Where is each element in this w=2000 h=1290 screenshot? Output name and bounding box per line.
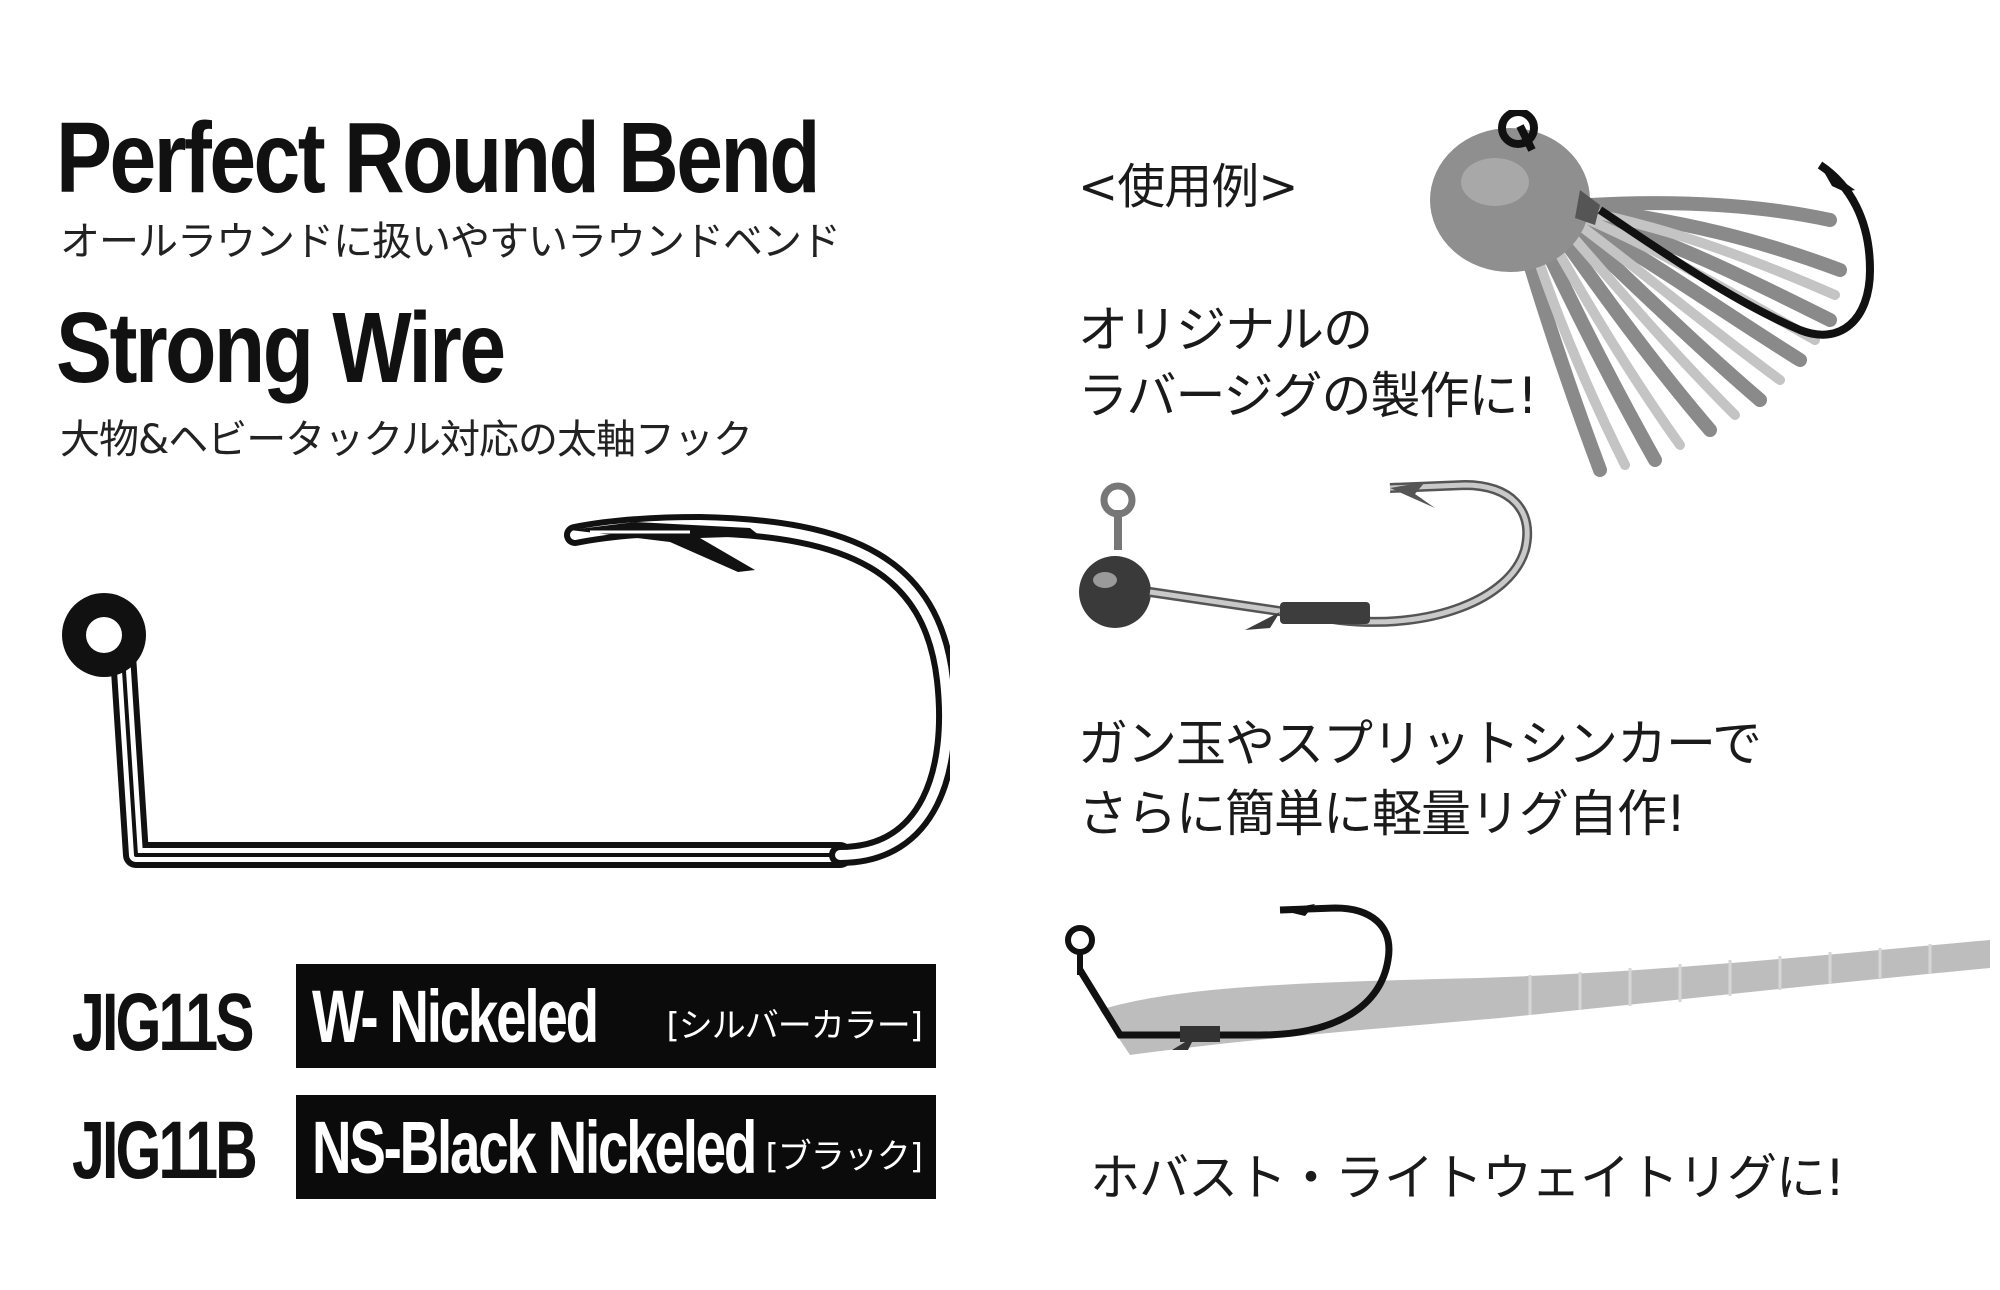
split-shot-jighead-illustration <box>1079 480 1533 630</box>
rubber-jig-illustration <box>1430 110 1875 477</box>
hover-strolling-worm-illustration <box>1065 904 1990 1055</box>
feature-title-strong-wire: Strong Wire <box>56 292 506 404</box>
usage-caption-1-line2: ラバージグの製作に! <box>1078 367 1538 425</box>
finish-color-black: [ブラック] <box>765 1137 923 1177</box>
usage-caption-1-line1: オリジナルの <box>1078 301 1373 359</box>
finish-color-silver: [シルバーカラー] <box>666 1006 923 1046</box>
finish-name-silver: W- Nickeled <box>312 974 599 1058</box>
model-code-silver: JIG11S <box>72 977 255 1068</box>
finish-name-black: NS-Black Nickeled <box>312 1105 757 1189</box>
feature-title-round-bend: Perfect Round Bend <box>56 102 821 214</box>
usage-caption-3: ホバスト・ライトウェイトリグに! <box>1090 1149 1845 1207</box>
feature-subtitle-round-bend: オールラウンドに扱いやすいラウンドベンド <box>60 219 841 265</box>
finish-label-silver: W- Nickeled [シルバーカラー] <box>296 964 936 1068</box>
finish-label-black: NS-Black Nickeled [ブラック] <box>296 1095 936 1199</box>
feature-subtitle-strong-wire: 大物&ヘビータックル対応の太軸フック <box>60 417 753 463</box>
usage-caption-2-line2: さらに簡単に軽量リグ自作! <box>1078 785 1686 843</box>
usage-label: <使用例> <box>1078 159 1298 215</box>
usage-caption-2-line1: ガン玉やスプリットシンカーで <box>1078 715 1762 773</box>
jig-hook-illustration <box>62 514 950 868</box>
model-code-black: JIG11B <box>72 1105 258 1196</box>
